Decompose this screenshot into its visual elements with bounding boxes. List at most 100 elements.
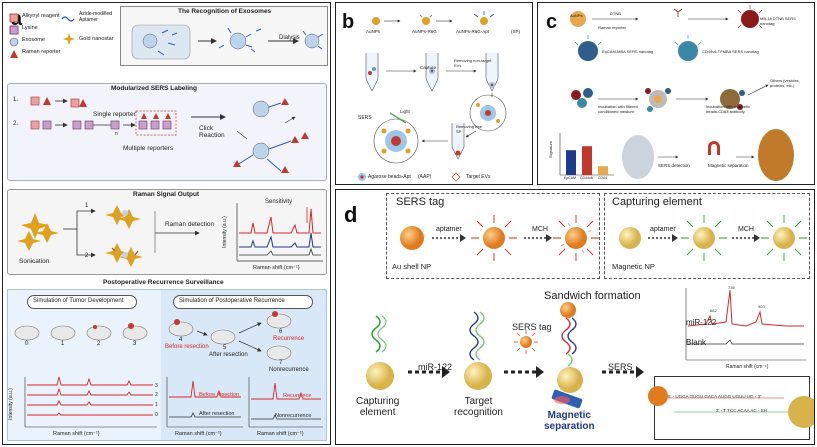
spec-mir-label: miR-122 [686,318,717,327]
legend-lysine: Lysine [22,25,38,31]
sonication-label: Sonication [19,258,50,265]
mch-label-2: MCH [738,226,754,233]
aptamer-label-2: aptamer [650,226,676,233]
aap-legend-label: Agarose beads-Apt [368,174,411,180]
before-resection-label: Before resection [165,344,209,350]
raman-title: Raman Signal Output [133,191,200,198]
sandwich-label: Sandwich formation [544,290,641,302]
spec-label-0: 0 [155,412,158,418]
dialysis-label: Dialysis [279,35,300,41]
signature-bar-1 [582,146,592,175]
sers-bottom-label: SERS [608,362,633,372]
signature-bar-0 [566,150,576,175]
magnetic-separation-c-label: Magnetic separation [708,163,749,168]
recurrence-sim-area [161,290,326,440]
mouse-label-4: 4 [179,337,183,343]
sers-tag-title: SERS tag [396,196,445,208]
au-shell-label: Au shell NP [392,262,432,271]
legend-nanostar: Gold nanostar [79,36,114,42]
light-label: Light [400,109,410,114]
bar-label-2: CD44 [598,176,607,180]
panel-d-top-illustration [400,215,807,261]
raman-detection-label: Raman detection [165,221,215,228]
step-incubation-label: Incubation with filtered conditioned med… [598,104,638,114]
capturing-element-label: Capturing element [356,396,400,418]
sim-recurrence-pill [173,295,313,309]
spec-nonrecurrence-label: Nonrecurrence [275,413,312,419]
legend-alkynyl-icon [9,13,19,23]
sers-tag-bottom-label: SERS tag [512,322,552,332]
mouse-label-5: 5 [223,345,227,351]
sp-label: (SP) [511,29,520,34]
single-reporter-label: Single reporter [93,111,136,118]
target-recognition-label: Target recognition [454,396,503,418]
panel-d: d SERS tag Capturing element Au shell NP… [335,189,815,445]
recognition-illustration [131,24,324,60]
sequence-1: 5' - UGGA GUGU GACA AUGG UGUU UG - 3' [668,394,761,399]
sers-tag1-label: MB-18 DTNB SERS nanotag [760,16,796,26]
signature-bar-2 [598,166,608,175]
raman-reporter-c-label: Raman reporter [598,25,627,30]
sers-detection-label: SERS detection [658,163,690,168]
spec-raman-axis-3: Raman shift (cm⁻¹) [257,431,304,437]
panel-b-illustration [358,11,507,182]
panel-b: b AuNPs AuNPs-R6G AuNPs-R6G-Apt (SP) [335,2,533,185]
raman-shift-d-label: Raman shift (cm⁻¹) [726,364,769,370]
mouse-label-2: 2 [97,341,101,347]
mch-label-1: MCH [532,226,548,233]
capturing-box [604,193,810,279]
mouse-label-0: 0 [25,341,29,347]
spec-label-2: 2 [155,392,158,398]
raman-spectra-plot [236,203,323,262]
panel-d-label: d [344,202,358,227]
recurrence-label: Recurrence [273,336,305,342]
svg-text:903: 903 [758,304,765,309]
capture-label: Capture [420,65,437,70]
after-resection-label: After resection [209,352,248,358]
mouse-label-3: 3 [133,341,137,347]
sensitivity-label: Sensitivity [265,199,293,205]
legend-raman-icon [10,50,18,58]
bar-label-1: CD44v6 [580,176,593,180]
legend-alkynyl: Alkynyl reagent [22,13,60,19]
surveillance-spectra [24,376,323,428]
spec-label-3: 3 [155,383,158,389]
others-label: Others (vesicles, proteins, etc.) [770,78,800,88]
magnetic-separation-d-label: Magnetic separation [544,410,595,432]
panel-a: a Alkynyl reagent Lysine Exosome Raman r… [2,2,331,445]
dtnb-label: DTNB [610,11,621,16]
spec-raman-axis-2: Raman shift (cm⁻¹) [175,431,222,437]
legend-exosome: Exosome [22,37,45,43]
signature-bar-chart [559,133,614,176]
sequence-2: 3' - T TCC ACAA AC - SH [716,408,767,413]
aptamer-label-1: aptamer [436,226,462,233]
sers-tag3-label: CD44v6-TFMBA SERS nanotag [702,49,759,54]
sers-tag2-label: EpCAM-MBA SERS nanotag [602,49,654,54]
legend-aptamer: Azide-modified Aptamer [79,11,113,23]
spec-after-label: After resection [199,411,235,417]
nonrecurrence-label: Nonrecurrence [269,367,309,373]
mir-spectrum-plot: 682 736 903 [685,285,806,361]
sim-recurrence-label: Simulation of Postoperative Recurrence [179,298,285,304]
mouse-label-1: 1 [61,341,65,347]
sim-tumor-pill [27,295,137,309]
surveillance-title: Postoperative Recurrence Surveillance [103,279,224,286]
svg-text:682: 682 [710,308,717,313]
spec-before-label: Before resection [199,392,240,398]
panel-c: c AuNPs DTNB Raman reporter MB-18 DTNB S… [537,2,815,185]
legend-lysine-icon [9,25,19,35]
multiple-reporters-label: Multiple reporters [123,145,174,152]
aap-suffix-label: (AAP) [418,174,432,180]
out2-label: 2 [85,253,89,259]
legend-nanostar-icon [63,33,75,45]
capturing-title: Capturing element [612,196,702,208]
spec-blank-label: Blank [686,338,707,347]
svg-text:736: 736 [728,285,735,290]
spec-raman-axis: Raman shift (cm⁻¹) [53,431,100,437]
mouse-label-6: 6 [279,329,283,335]
legend-exosome-icon [9,37,19,47]
spec-label-1: 1 [155,402,158,408]
sonication-illustration [17,205,200,267]
step2-label: 2. [13,121,19,127]
step-magnetic-label: Incubation with magnetic beads-CD63 anti… [706,104,751,114]
